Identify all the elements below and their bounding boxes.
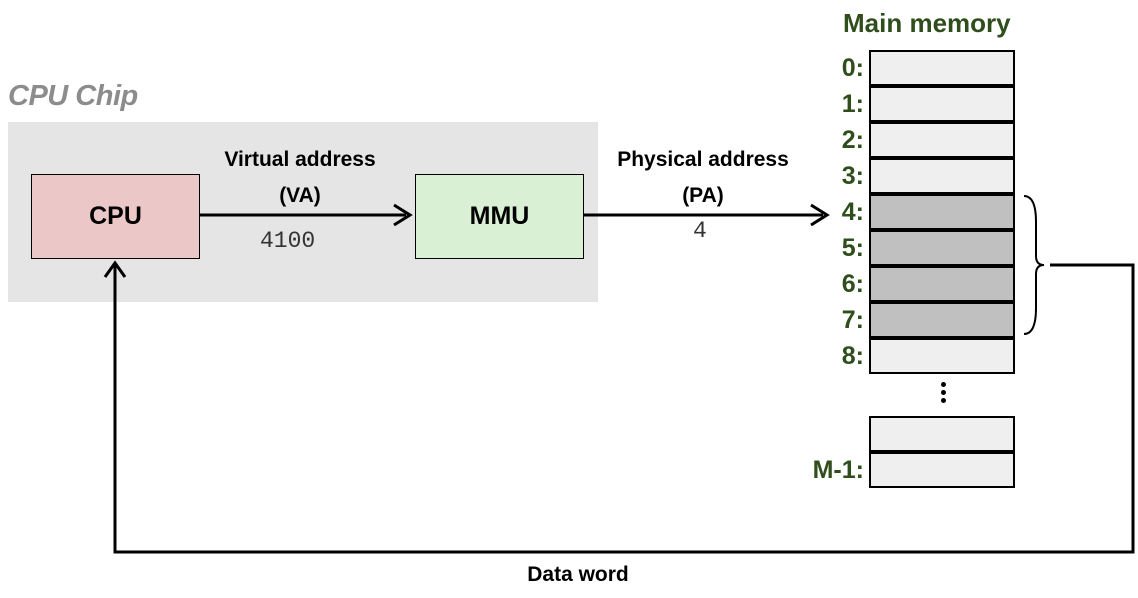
memory-cell: [869, 122, 1015, 158]
memory-address-label: 3:: [841, 162, 864, 190]
memory-cell: [869, 86, 1015, 122]
virtual-address-value: 4100: [260, 228, 316, 254]
physical-address-label: Physical address: [617, 148, 789, 171]
ellipsis-dot: [941, 398, 946, 403]
physical-address-value: 4: [693, 218, 707, 244]
memory-cell: [869, 452, 1015, 488]
physical-address-abbrev: (PA): [682, 184, 724, 207]
ellipsis-dot: [941, 390, 946, 395]
memory-address-label: 0:: [841, 54, 864, 82]
memory-address-label: 4:: [841, 198, 864, 226]
memory-address-label: 1:: [841, 90, 864, 118]
main-memory-title: Main memory: [843, 8, 1011, 38]
memory-address-label: 5:: [841, 234, 864, 262]
memory-cell: [869, 302, 1015, 338]
memory-cell: [869, 158, 1015, 194]
cpu-chip-title: CPU Chip: [8, 80, 138, 112]
memory-address-label: M-1:: [812, 456, 864, 484]
virtual-address-abbrev: (VA): [279, 184, 321, 207]
memory-address-label: 7:: [841, 306, 864, 334]
memory-cell: [869, 416, 1015, 452]
memory-cell: [869, 194, 1015, 230]
ellipsis-dot: [941, 382, 946, 387]
memory-address-label: 8:: [841, 342, 864, 370]
mmu-box: MMU: [415, 174, 584, 259]
data-word-label: Data word: [527, 563, 629, 586]
memory-cell: [869, 50, 1015, 86]
memory-address-label: 6:: [841, 270, 864, 298]
cpu-box: CPU: [31, 174, 200, 259]
memory-cell: [869, 266, 1015, 302]
memory-address-label: 2:: [841, 126, 864, 154]
memory-cell: [869, 338, 1015, 374]
virtual-address-label: Virtual address: [224, 148, 376, 171]
memory-cell: [869, 230, 1015, 266]
